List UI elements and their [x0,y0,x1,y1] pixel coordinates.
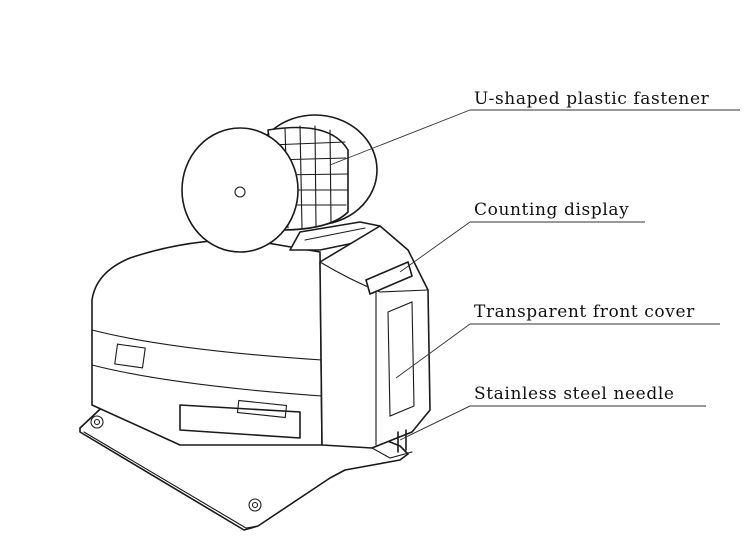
label-needle: Stainless steel needle [474,384,675,404]
label-fastener: U-shaped plastic fastener [474,89,710,109]
label-front-cover: Transparent front cover [474,302,695,322]
front-head-unit [319,225,431,459]
label-counting-display: Counting display [474,200,629,220]
main-housing [91,239,323,446]
annotations [329,109,740,441]
fastener-spool [181,114,378,253]
